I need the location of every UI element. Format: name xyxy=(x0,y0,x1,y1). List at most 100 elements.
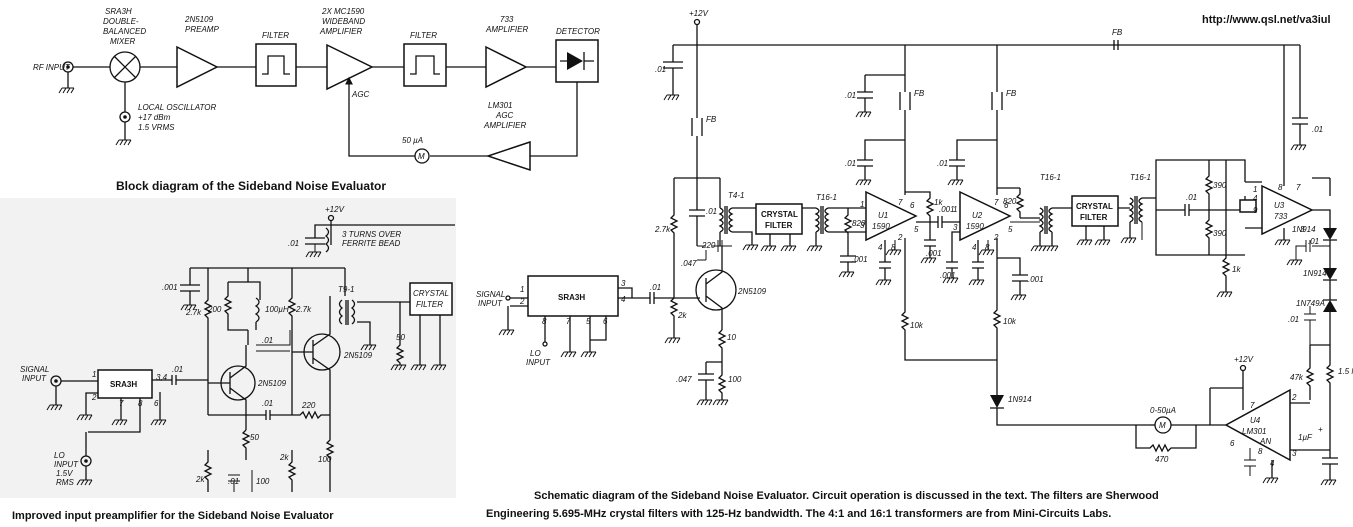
sch-r470: 470 xyxy=(1155,455,1169,464)
sch-c001c: .001 xyxy=(926,249,942,258)
sch-u4-label-1: U4 xyxy=(1250,416,1261,425)
sch-c001d: .001 xyxy=(940,271,956,280)
mixer-label-4: MIXER xyxy=(110,37,136,46)
sch-mixer-label: SRA3H xyxy=(558,293,585,302)
sch-meter-symbol: M xyxy=(1159,421,1166,430)
detector-diode-icon xyxy=(567,52,583,70)
agc-label: AGC xyxy=(351,90,370,99)
sch-c047b: .047 xyxy=(676,375,692,384)
sch-r1ka: 1k xyxy=(934,198,943,207)
imp-r2kb-label: 2k xyxy=(279,453,289,462)
sch-u2 xyxy=(959,190,1012,242)
sch-c01f: .01 xyxy=(1312,125,1323,134)
sch-c1uf: 1µF xyxy=(1298,433,1313,442)
sch-crystal2-label-1: CRYSTAL xyxy=(1076,202,1113,211)
imp-r27a xyxy=(203,268,213,415)
sch-1n914-d2 xyxy=(1323,228,1337,240)
sch-u1-pin5: 5 xyxy=(914,225,919,234)
sch-u3-label-1: U3 xyxy=(1274,201,1285,210)
sch-u1-pin3: 3 xyxy=(860,221,865,230)
sch-c01top: .01 xyxy=(655,65,666,74)
sch-u2-label-2: 1590 xyxy=(966,222,984,231)
lo-label-2: +17 dBm xyxy=(138,113,171,122)
sch-u4-label-2: LM301 xyxy=(1242,427,1266,436)
sch-r10: 10 xyxy=(727,333,736,342)
sch-q1-label: 2N5109 xyxy=(737,287,767,296)
imp-signal-label-1: SIGNAL xyxy=(20,365,49,374)
sch-u1-label-2: 1590 xyxy=(872,222,890,231)
imp-r50b-label: 50 xyxy=(396,333,405,342)
imp-r27b-label: 2.7k xyxy=(295,305,312,314)
sch-r390a: 390 xyxy=(1213,181,1227,190)
lm301-label-2: AGC xyxy=(495,111,514,120)
filter1-label: FILTER xyxy=(262,31,289,40)
imp-mixer-box xyxy=(97,369,153,399)
site-url[interactable]: http://www.qsl.net/va3iul xyxy=(1202,14,1331,26)
sch-r2k: 2k xyxy=(677,311,687,320)
wideband-label-3: AMPLIFIER xyxy=(319,27,362,36)
mixer-label-2: DOUBLE- xyxy=(103,17,139,26)
sch-c1uf-plus: + xyxy=(1318,425,1323,434)
imp-c01b: .01 xyxy=(262,336,273,345)
sch-r820a: 820 xyxy=(852,219,866,228)
sch-u1-pin8: 8 xyxy=(891,243,896,252)
imp-lo-label-2: INPUT xyxy=(54,460,79,469)
sch-r1kb: 1k xyxy=(1232,265,1241,274)
sch-u3-label-2: 733 xyxy=(1274,212,1288,221)
schematic-caption-line2: Engineering 5.695-MHz crystal filters wi… xyxy=(486,508,1111,520)
imp-r2ka-label: 2k xyxy=(195,475,205,484)
imp-q1-label: 2N5109 xyxy=(257,379,287,388)
imp-lo-label-1: LO xyxy=(54,451,65,460)
sch-t161c: T16-1 xyxy=(1130,173,1151,182)
sch-z1-label: 1N749A xyxy=(1296,299,1325,308)
preamp-triangle xyxy=(176,45,219,89)
sch-1n914-d1 xyxy=(990,395,1004,408)
wideband-label-1: 2X MC1590 xyxy=(321,7,365,16)
imp-q2-label: 2N5109 xyxy=(343,351,373,360)
meter-label: 50 µA xyxy=(402,136,423,145)
wideband-label-2: WIDEBAND xyxy=(322,17,365,26)
sch-u1-pin6: 6 xyxy=(910,201,915,210)
preamp-label-2: PREAMP xyxy=(185,25,219,34)
mixer-label-3: BALANCED xyxy=(103,27,146,36)
imp-t91-label: T9-1 xyxy=(338,285,354,294)
sch-c01d: .01 xyxy=(937,159,948,168)
imp-c01c: .01 xyxy=(172,365,183,374)
sch-r47k: 47k xyxy=(1290,373,1304,382)
imp-c01d: .01 xyxy=(262,399,273,408)
sch-crystal2-label-2: FILTER xyxy=(1080,213,1108,222)
improved-preamp-diagram: +12V .01 3 TURNS OVER FERRITE BEAD .001 … xyxy=(0,198,456,522)
sch-v12-u4: +12V xyxy=(1234,355,1254,364)
sch-crystal-filter-1 xyxy=(755,203,803,235)
imp-crystal-label-1: CRYSTAL xyxy=(413,289,449,298)
sch-c01c: .01 xyxy=(845,159,856,168)
imp-mixer-label: SRA3H xyxy=(110,380,137,389)
sch-m-pin3: 3 xyxy=(621,279,626,288)
sch-d1-label: 1N914 xyxy=(1008,395,1032,404)
imp-pin6: 6 xyxy=(154,399,159,408)
sch-crystal1-label-2: FILTER xyxy=(765,221,793,230)
sch-c001a: .001 xyxy=(852,255,868,264)
sch-d2-label: 1N914 xyxy=(1292,225,1316,234)
sch-u2-pin3: 3 xyxy=(953,223,958,232)
sch-crystal-filter-2 xyxy=(1071,195,1119,227)
filter2-box xyxy=(403,43,447,87)
sch-m-pin4: 4 xyxy=(621,295,626,304)
imp-r27a-label: 2.7k xyxy=(185,308,202,317)
sch-r15m: 1.5 M xyxy=(1338,367,1353,376)
sch-c001b: .001 xyxy=(939,205,955,214)
imp-r50a-label: 50 xyxy=(250,433,259,442)
sch-t161a: T16-1 xyxy=(816,193,837,202)
improved-v12-label: +12V xyxy=(325,205,345,214)
sch-lo-label-2: INPUT xyxy=(526,358,551,367)
sch-m-pin5: 5 xyxy=(586,317,591,326)
sch-u2-pin7: 7 xyxy=(994,198,999,207)
sch-u3-pin3: 3 xyxy=(1300,225,1305,234)
block-diagram: RF INPUT SRA3H DOUBLE- BALANCED MIXER LO… xyxy=(33,7,600,193)
lo-label-3: 1.5 VRMS xyxy=(138,123,175,132)
sch-crystal1-label-1: CRYSTAL xyxy=(761,210,798,219)
imp-signal-label-2: INPUT xyxy=(22,374,47,383)
amp733-label-1: 733 xyxy=(500,15,514,24)
imp-pin34: 3,4 xyxy=(156,373,168,382)
